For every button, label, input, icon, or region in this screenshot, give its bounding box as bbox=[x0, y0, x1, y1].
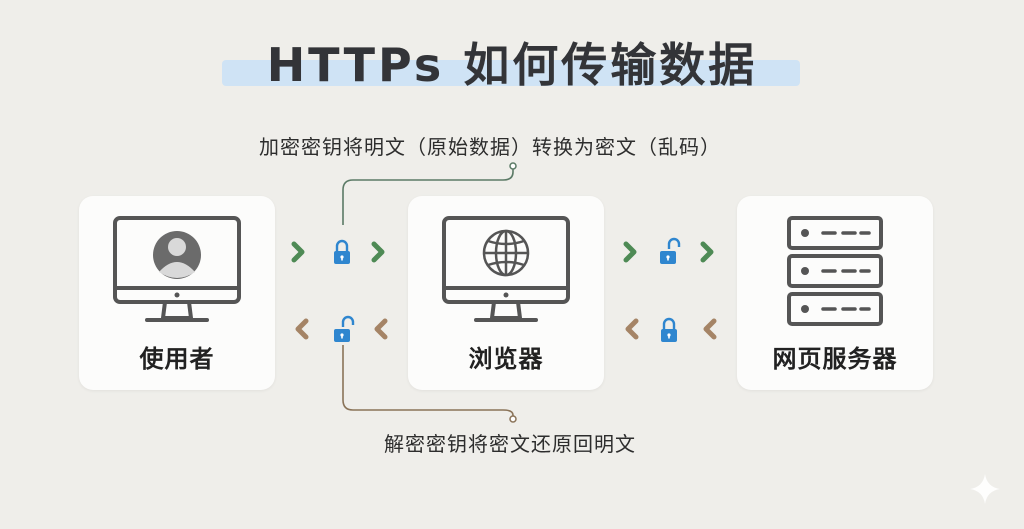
globe-icon bbox=[482, 229, 530, 277]
browser-computer-icon bbox=[442, 216, 570, 322]
backward-arrow-icon bbox=[625, 318, 717, 340]
user-node: 使用者 bbox=[79, 196, 275, 390]
forward-arrow-icon bbox=[623, 241, 714, 263]
user-label: 使用者 bbox=[139, 345, 215, 373]
sparkle-icon bbox=[970, 474, 1000, 504]
user-computer-icon bbox=[113, 216, 241, 322]
server-label: 网页服务器 bbox=[772, 345, 898, 373]
forward-arrow-icon bbox=[291, 241, 385, 263]
encrypt-annotation: 加密密钥将明文（原始数据）转换为密文（乱码） bbox=[259, 135, 721, 159]
avatar-icon bbox=[153, 231, 201, 279]
lock-icon bbox=[659, 317, 679, 344]
browser-label: 浏览器 bbox=[468, 345, 544, 373]
unlock-icon bbox=[332, 315, 355, 344]
server-node: 网页服务器 bbox=[737, 196, 933, 390]
decrypt-annotation: 解密密钥将密文还原回明文 bbox=[384, 432, 636, 456]
page-title: HTTPs 如何传输数据 bbox=[266, 38, 758, 92]
backward-arrow-icon bbox=[295, 318, 388, 340]
encrypt-connector-dot bbox=[509, 162, 517, 170]
server-icon bbox=[787, 216, 883, 326]
unlock-icon bbox=[658, 237, 681, 266]
title-container: HTTPs 如何传输数据 bbox=[0, 30, 1024, 100]
lock-icon bbox=[332, 239, 352, 266]
title-highlight bbox=[222, 60, 800, 86]
decrypt-connector-dot bbox=[509, 415, 517, 423]
browser-node: 浏览器 bbox=[408, 196, 604, 390]
